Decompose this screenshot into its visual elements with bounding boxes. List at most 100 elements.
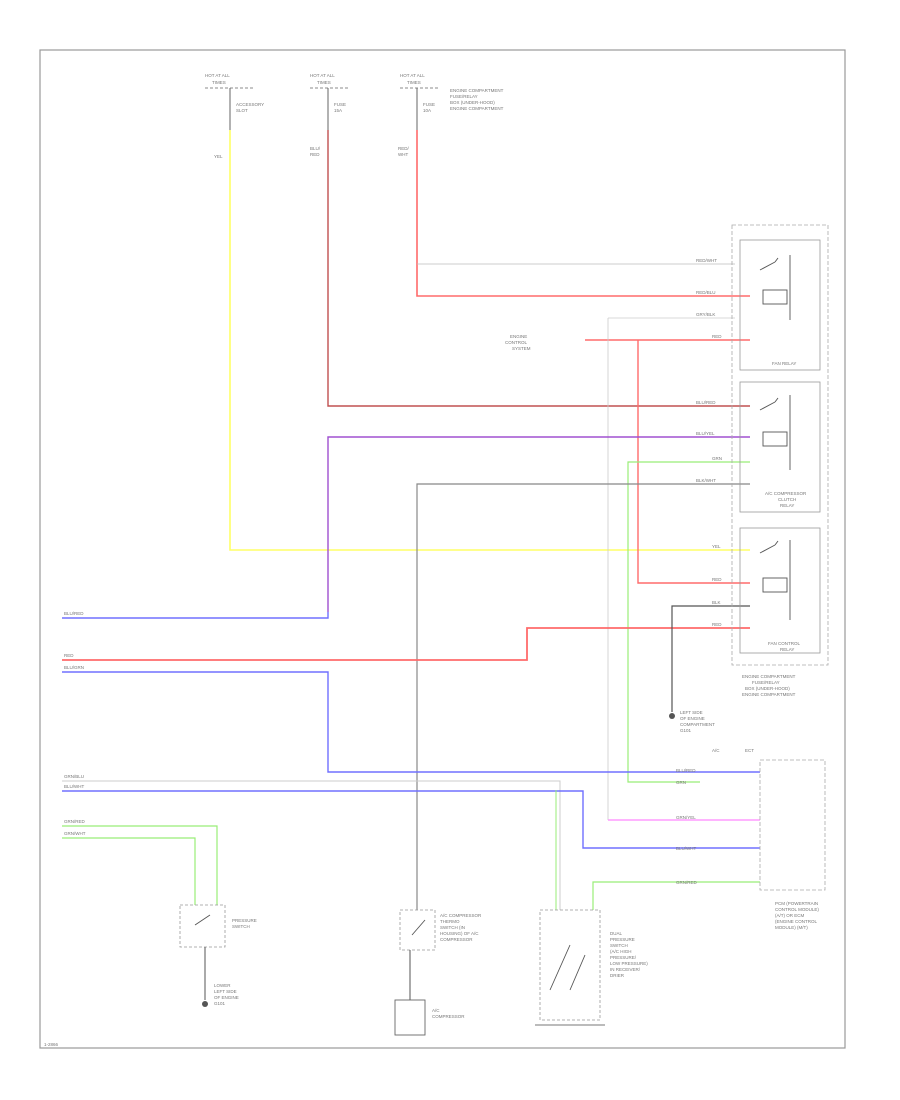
module-col-2: ECT: [745, 748, 754, 753]
fuse-3-desc1: FUSE: [423, 102, 435, 107]
fuse-1: HOT AT ALL TIMES ACCESSORY SLOT YEL: [205, 73, 264, 159]
fuse-1-sub: TIMES: [212, 80, 226, 85]
ac-compressor: A/C COMPRESSOR: [394, 999, 465, 1036]
relay-2-box: [739, 381, 821, 513]
eng-ctrl-1: ENGINE: [510, 334, 527, 339]
footer-id: 1-2866: [44, 1042, 59, 1047]
wire-blk-ground: [671, 605, 750, 712]
module-row-2: GRN: [676, 780, 686, 785]
fuse-2-wire-label-1: BLU/: [310, 146, 321, 151]
wire-grn-wht: [62, 837, 196, 905]
fuse-3-sub: TIMES: [407, 80, 421, 85]
pressure-switch: PRESSURE SWITCH LOWER LEFT SIDE OF ENGIN…: [179, 904, 257, 1007]
fuse-2-title: HOT AT ALL: [310, 73, 335, 78]
wire-red-long: [62, 627, 750, 661]
fuse-2-desc1: FUSE: [334, 102, 346, 107]
relay-row-10: RED: [712, 577, 722, 582]
thermo-label-1: A/C COMPRESSOR: [440, 913, 482, 918]
fuse-2-sub: TIMES: [317, 80, 331, 85]
pressure-label-1: PRESSURE: [232, 918, 257, 923]
thermo-label-3: SWITCH (IN: [440, 925, 465, 930]
ground-dot-icon: [202, 1001, 208, 1007]
thermo-switch-contact: [411, 919, 426, 936]
relay-3-label: FAN CONTROL: [768, 641, 801, 646]
wire-blu-wht: [62, 790, 760, 849]
relay-box-name-4: ENGINE COMPARTMENT: [742, 692, 796, 697]
fuse-3-box-4: ENGINE COMPARTMENT: [450, 106, 504, 111]
dual-label-8: DRIER: [610, 973, 625, 978]
dual-label-2: PRESSURE: [610, 937, 635, 942]
relay-2-label-b: CLUTCH: [778, 497, 796, 502]
wire-blu-red-top: [327, 130, 750, 407]
pcm-border: [759, 759, 826, 891]
relay-2-label-c: RELAY: [780, 503, 794, 508]
fuse-3-wire-label-1: RED/: [398, 146, 410, 151]
dual-label-4: (A/C HIGH: [610, 949, 632, 954]
thermo-label-4: HOUSING) OF A/C: [440, 931, 479, 936]
dual-label-1: DUAL: [610, 931, 623, 936]
wire-grn-blu: [62, 780, 561, 910]
left-wire-6: GRN/RED: [64, 819, 86, 824]
ground-dot-icon: [669, 713, 675, 719]
thermo-label-5: COMPRESSOR: [440, 937, 473, 942]
left-wire-3: BLU/GRN: [64, 665, 84, 670]
ground-a-3: OF ENGINE: [214, 995, 239, 1000]
relay-2-switch: [759, 395, 791, 470]
ground-right-3: COMPARTMENT: [680, 722, 715, 727]
fuse-2-desc2: 15A: [334, 108, 342, 113]
fuse-3-box-2: FUSE/RELAY: [450, 94, 478, 99]
dual-label-3: SWITCH: [610, 943, 628, 948]
compressor-label-2: COMPRESSOR: [432, 1014, 465, 1019]
pressure-switch-box: [179, 904, 226, 948]
left-wire-7: GRN/WHT: [64, 831, 86, 836]
pressure-switch-contact: [194, 914, 211, 926]
fuse-1-wire-label: YEL: [214, 154, 223, 159]
relay-row-11: BLK: [712, 600, 721, 605]
relay-row-12: RED: [712, 622, 722, 627]
module-col-1: A/C: [712, 748, 720, 753]
module-row-5: GRN/RED: [676, 880, 698, 885]
ground-g101-right: LEFT SIDE OF ENGINE COMPARTMENT G101: [669, 710, 715, 733]
module-name-1: PCM (POWERTRAIN: [775, 901, 818, 906]
wire-grn-red: [62, 825, 218, 905]
module-name-3: (A/T) OR ECM: [775, 913, 804, 918]
relay-box-border: [731, 224, 829, 666]
relay-3-box: [739, 527, 821, 654]
relay-box-name-3: BOX (UNDER-HOOD): [745, 686, 790, 691]
module-row-1: BLU/RED: [676, 768, 696, 773]
fuse-3-title: HOT AT ALL: [400, 73, 425, 78]
relay-row-1: RED/WHT: [696, 258, 717, 263]
fuse-2: HOT AT ALL TIMES FUSE 15A BLU/ RED: [310, 73, 350, 157]
left-wire-5: BLU/WHT: [64, 784, 85, 789]
left-wire-2: RED: [64, 653, 74, 658]
compressor-body: [394, 999, 426, 1036]
pcm-module: A/C ECT BLU/RED GRN GRN/YEL BLU/WHT GRN/…: [676, 748, 826, 930]
relay-1-box: [739, 239, 821, 371]
eng-ctrl-2: CONTROL: [505, 340, 527, 345]
dual-switch-contact-2: [569, 954, 586, 991]
wire-blu-red-left: [62, 612, 329, 619]
fuse-1-title: HOT AT ALL: [205, 73, 230, 78]
thermo-switch-box: [399, 909, 436, 951]
relay-box-name-1: ENGINE COMPARTMENT: [742, 674, 796, 679]
left-wire-4: GRN/BLU: [64, 774, 84, 779]
ground-a-2: LEFT SIDE: [214, 989, 237, 994]
relay-row-9: YEL: [712, 544, 721, 549]
module-name-5: MODULE) (M/T): [775, 925, 808, 930]
fuse-2-wire-label-2: RED: [310, 152, 320, 157]
ground-right-1: LEFT SIDE: [680, 710, 703, 715]
wire-yellow: [229, 130, 750, 551]
relay-1-switch: [759, 255, 791, 320]
fuse-3: HOT AT ALL TIMES FUSE 10A ENGINE COMPART…: [398, 73, 504, 157]
wire-blu-grn: [62, 671, 760, 773]
relay-row-3: GRY/BLK: [696, 312, 715, 317]
ground-right-2: OF ENGINE: [680, 716, 705, 721]
relay-1-label: FAN RELAY: [772, 361, 796, 366]
ground-right-4: G101: [680, 728, 692, 733]
left-wire-1: BLU/RED: [64, 611, 84, 616]
relay-row-7: GRN: [712, 456, 722, 461]
wire-blk-wht: [416, 483, 750, 910]
relay-row-8: BLK/WHT: [696, 478, 716, 483]
relay-row-4: RED: [712, 334, 722, 339]
fuse-3-box-1: ENGINE COMPARTMENT: [450, 88, 504, 93]
